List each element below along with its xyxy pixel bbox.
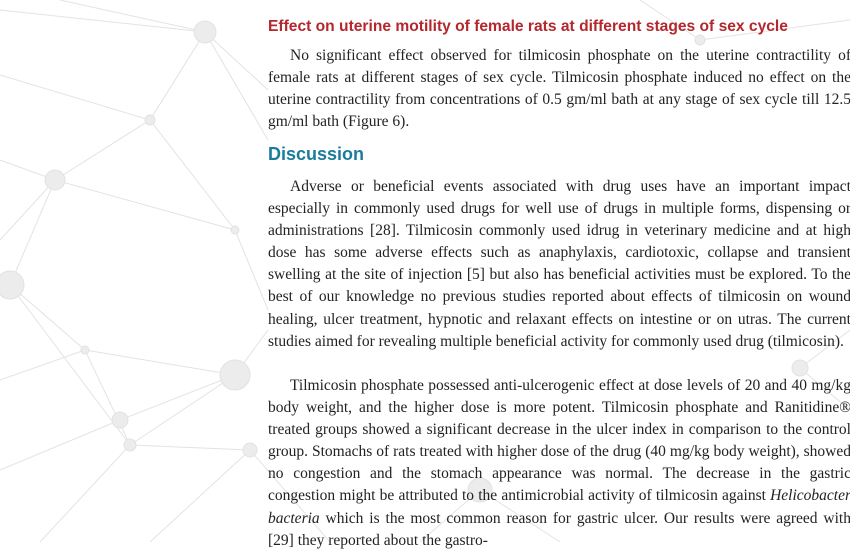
discussion-paragraph-2-text-b: which is the most common reason for gast… — [268, 509, 850, 549]
results-paragraph: No significant effect observed for tilmi… — [268, 47, 850, 131]
discussion-paragraph-2-text-a: Tilmicosin phosphate possessed anti-ulce… — [268, 377, 850, 505]
bacteria-name-italic: Helicobacter bacteria — [268, 487, 850, 527]
discussion-heading: Discussion — [268, 144, 365, 164]
results-subsection-heading: Effect on uterine motility of female rat… — [268, 18, 788, 35]
discussion-paragraph-2: Tilmicosin phosphate possessed anti-ulce… — [268, 375, 850, 552]
discussion-paragraph-1: Adverse or beneficial events associated … — [268, 178, 850, 350]
